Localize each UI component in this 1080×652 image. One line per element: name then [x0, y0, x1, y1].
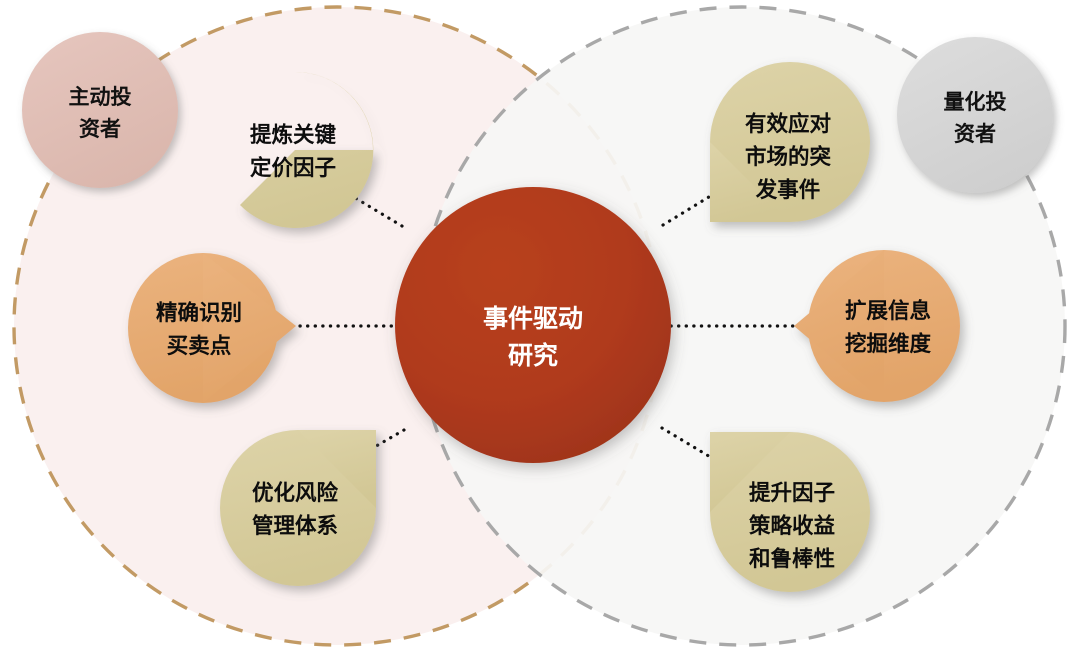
badge-circle	[22, 32, 178, 188]
bubble-shape	[240, 71, 374, 228]
bubble-expand-info-dimensions[interactable]	[794, 250, 960, 402]
connector-extract-key-pricing-factors	[350, 194, 404, 228]
core-circle	[395, 187, 671, 463]
bubble-optimize-risk-management[interactable]	[220, 430, 376, 586]
core-node[interactable]	[395, 187, 671, 463]
bubble-accurate-buy-sell-point[interactable]	[128, 253, 296, 403]
bubble-improve-factor-strategy-label-3: 和鲁棒性	[749, 546, 835, 571]
bubble-extract-key-pricing-factors[interactable]	[240, 71, 374, 228]
bubble-expand-info-dimensions-label-2: 挖掘维度	[845, 331, 932, 356]
connector-group	[298, 190, 805, 463]
bubble-optimize-risk-management-label-2: 管理体系	[252, 513, 338, 538]
bubble-improve-factor-strategy-label-2: 策略收益	[749, 513, 835, 538]
bubble-optimize-risk-management-label-1: 优化风险	[252, 480, 339, 505]
bubble-tail	[203, 253, 296, 403]
quant-investor-ellipse	[417, 5, 1067, 647]
bubble-extract-key-pricing-factors-label-2: 定价因子	[250, 155, 336, 180]
badge-quant-investor-label-2: 资者	[954, 122, 996, 146]
bubble-tail	[794, 250, 884, 402]
core-label-2: 研究	[508, 341, 558, 370]
connector-respond-to-market-events	[661, 190, 719, 227]
bubble-accurate-buy-sell-point-label-1: 精确识别	[156, 300, 242, 325]
badge-active-investor-label-2: 资者	[79, 117, 121, 141]
badge-active-investor[interactable]	[22, 32, 178, 188]
bubble-improve-factor-strategy-label-1: 提升因子	[749, 480, 835, 505]
venn-right-region	[417, 5, 1067, 647]
text-layer: 主动投 资者 量化投 资者 事件驱动 研究 提炼关键 定价因子 精确识别 买卖点…	[69, 85, 1007, 571]
badge-active-investor-label-1: 主动投	[69, 85, 132, 109]
badge-quant-investor-label-1: 量化投	[944, 90, 1007, 114]
core-label-1: 事件驱动	[483, 305, 583, 333]
bubble-improve-factor-strategy[interactable]	[710, 432, 870, 592]
bubble-respond-to-market-events[interactable]	[710, 62, 870, 222]
bubble-respond-to-market-events-label-3: 发事件	[755, 177, 821, 202]
badge-circle	[897, 37, 1053, 193]
bubble-respond-to-market-events-label-1: 有效应对	[745, 111, 832, 136]
bubble-respond-to-market-events-label-2: 市场的突	[745, 144, 832, 169]
bubble-tail	[298, 430, 376, 508]
connector-improve-factor-strategy	[660, 426, 719, 463]
bubble-extract-key-pricing-factors-label-1: 提炼关键	[250, 122, 337, 147]
badge-quant-investor[interactable]	[897, 37, 1053, 193]
bubble-tail	[710, 142, 790, 222]
bubble-expand-info-dimensions-label-1: 扩展信息	[845, 298, 931, 323]
bubble-tail	[710, 432, 790, 512]
connector-optimize-risk-management	[350, 428, 406, 462]
bubble-accurate-buy-sell-point-label-2: 买卖点	[167, 333, 232, 358]
